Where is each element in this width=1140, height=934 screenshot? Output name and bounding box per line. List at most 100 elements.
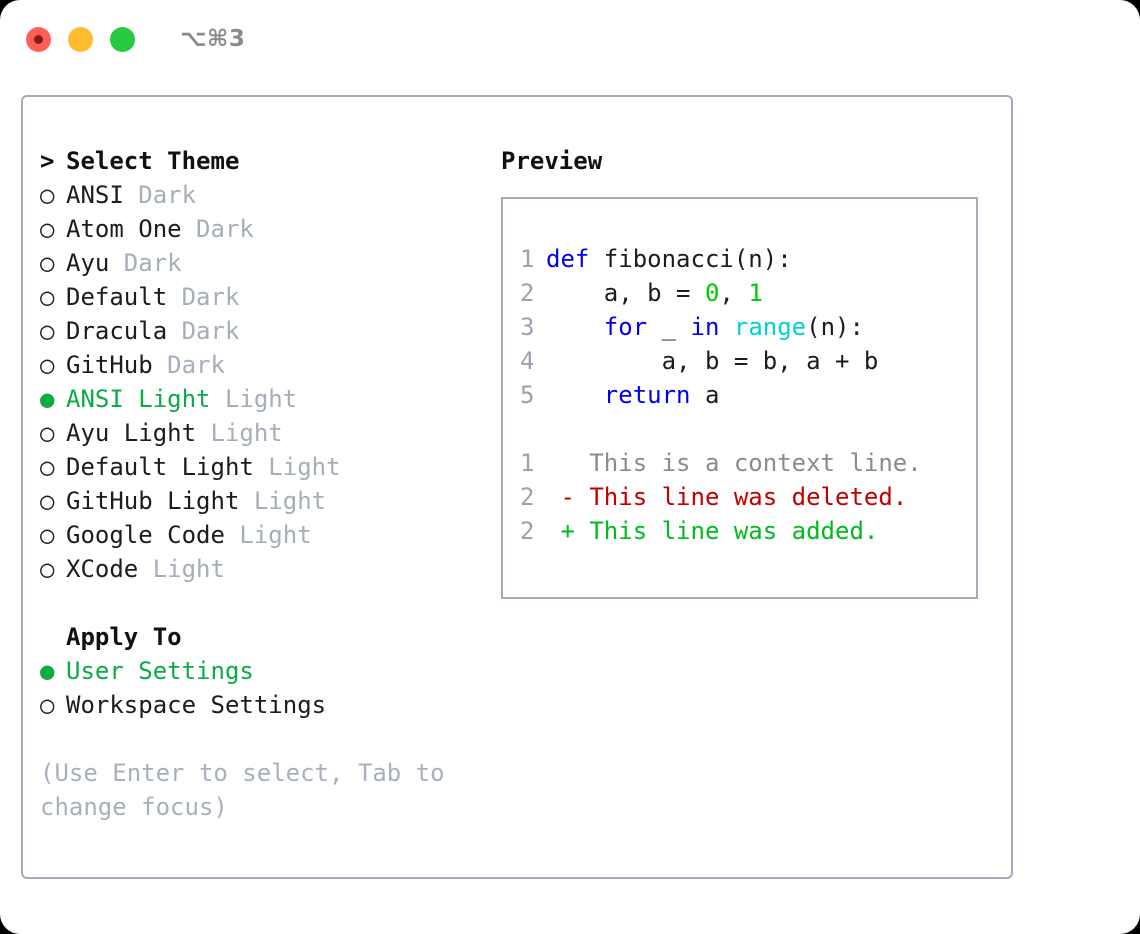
theme-list-item[interactable]: ○ Dracula Dark: [40, 314, 488, 348]
theme-list: ○ ANSI Dark○ Atom One Dark○ Ayu Dark○ De…: [40, 178, 488, 586]
radio-unselected-icon: ○: [40, 249, 69, 277]
theme-list-item[interactable]: ○ Default Dark: [40, 280, 488, 314]
line-number: 2: [520, 517, 535, 545]
theme-name: GitHub: [66, 351, 153, 379]
theme-variant: Light: [210, 385, 298, 413]
code-token: a: [690, 381, 720, 409]
code-token: for: [603, 313, 648, 341]
apply-to-heading: Apply To: [40, 620, 488, 654]
list-gap: [40, 586, 488, 620]
radio-unselected-icon: ○: [40, 419, 69, 447]
line-number: 3: [520, 313, 535, 341]
code-token: a, b =: [546, 279, 705, 307]
diff-marker: +: [546, 517, 575, 545]
code-line: 3 for _ in range(n):: [520, 310, 976, 344]
window-title: ⌥⌘3: [180, 26, 246, 52]
diff-text: This is a context line.: [574, 449, 922, 477]
code-token: 0: [704, 279, 720, 307]
theme-list-item[interactable]: ○ Google Code Light: [40, 518, 488, 552]
theme-variant: Light: [253, 453, 341, 481]
line-number: 1: [520, 449, 535, 477]
preview-heading: Preview: [501, 147, 603, 175]
code-token: fibonacci(n):: [589, 245, 792, 273]
radio-unselected-icon: ○: [40, 215, 69, 243]
line-number: 4: [520, 347, 535, 375]
radio-unselected-icon: ○: [40, 487, 69, 515]
theme-variant: Light: [196, 419, 283, 447]
theme-name: ANSI: [66, 181, 124, 209]
select-theme-heading: > Select Theme: [40, 144, 488, 178]
code-line: 2 a, b = 0, 1: [520, 276, 976, 310]
code-token: [719, 313, 733, 341]
apply-to-item[interactable]: ○ Workspace Settings: [40, 688, 488, 722]
diff-preview: 1 This is a context line.2 - This line w…: [520, 446, 976, 548]
theme-variant: Light: [239, 487, 327, 515]
theme-list-item[interactable]: ● ANSI Light Light: [40, 382, 488, 416]
theme-name: Ayu: [66, 249, 110, 277]
theme-variant: Dark: [167, 283, 240, 311]
theme-variant: Dark: [152, 351, 225, 379]
theme-list-item[interactable]: ○ ANSI Dark: [40, 178, 488, 212]
theme-variant: Dark: [109, 249, 182, 277]
select-theme-heading-label: Select Theme: [66, 147, 240, 175]
theme-name: Atom One: [66, 215, 182, 243]
theme-name: Default Light: [66, 453, 254, 481]
theme-list-item[interactable]: ○ XCode Light: [40, 552, 488, 586]
theme-variant: Dark: [167, 317, 240, 345]
code-token: 1: [748, 279, 763, 307]
traffic-light-group: [26, 26, 135, 52]
code-token: _: [647, 313, 691, 341]
theme-variant: Light: [224, 521, 312, 549]
code-token: (n):: [806, 313, 864, 341]
apply-to-list: ● User Settings○ Workspace Settings: [40, 654, 488, 722]
radio-unselected-icon: ○: [40, 521, 69, 549]
radio-selected-icon: ●: [40, 657, 69, 685]
theme-name: Dracula: [66, 317, 168, 345]
diff-line: 2 + This line was added.: [520, 514, 976, 548]
code-token: a, b = b, a + b: [546, 347, 879, 375]
theme-list-item[interactable]: ○ Ayu Light Light: [40, 416, 488, 450]
radio-unselected-icon: ○: [40, 555, 69, 583]
theme-list-item[interactable]: ○ Ayu Dark: [40, 246, 488, 280]
theme-list-item[interactable]: ○ GitHub Dark: [40, 348, 488, 382]
theme-name: XCode: [66, 555, 139, 583]
theme-name: GitHub Light: [66, 487, 240, 515]
radio-unselected-icon: ○: [40, 181, 69, 209]
code-token: [546, 381, 604, 409]
help-gap: [40, 722, 488, 756]
radio-unselected-icon: ○: [40, 453, 69, 481]
diff-text: This line was added.: [574, 517, 879, 545]
code-line: 5 return a: [520, 378, 976, 412]
line-number: 2: [520, 279, 535, 307]
maximize-button[interactable]: [110, 26, 135, 52]
theme-variant: Dark: [123, 181, 197, 209]
code-diff-gap: [520, 412, 976, 446]
heading-caret-icon: >: [40, 147, 55, 175]
main-panel: >Select Theme ○ ANSI Dark○ Atom One Dark…: [21, 95, 1013, 879]
minimize-button[interactable]: [68, 26, 93, 52]
radio-unselected-icon: ○: [40, 351, 69, 379]
close-button[interactable]: [26, 26, 51, 52]
apply-to-heading-label: Apply To: [66, 623, 182, 651]
theme-name: Google Code: [66, 521, 225, 549]
theme-name: Default: [66, 283, 168, 311]
code-token: def: [546, 245, 590, 273]
diff-line: 1 This is a context line.: [520, 446, 976, 480]
radio-selected-icon: ●: [40, 385, 69, 413]
theme-list-item[interactable]: ○ Default Light Light: [40, 450, 488, 484]
title-bar: ⌥⌘3: [0, 0, 1140, 78]
diff-line: 2 - This line was deleted.: [520, 480, 976, 514]
theme-list-item[interactable]: ○ Atom One Dark: [40, 212, 488, 246]
theme-list-item[interactable]: ○ GitHub Light Light: [40, 484, 488, 518]
apply-to-label: User Settings: [66, 657, 254, 685]
apply-to-label: Workspace Settings: [66, 691, 327, 719]
apply-to-item[interactable]: ● User Settings: [40, 654, 488, 688]
theme-variant: Dark: [181, 215, 254, 243]
code-line: 4 a, b = b, a + b: [520, 344, 976, 378]
code-token: [546, 313, 604, 341]
theme-selection-column: >Select Theme ○ ANSI Dark○ Atom One Dark…: [23, 97, 488, 877]
